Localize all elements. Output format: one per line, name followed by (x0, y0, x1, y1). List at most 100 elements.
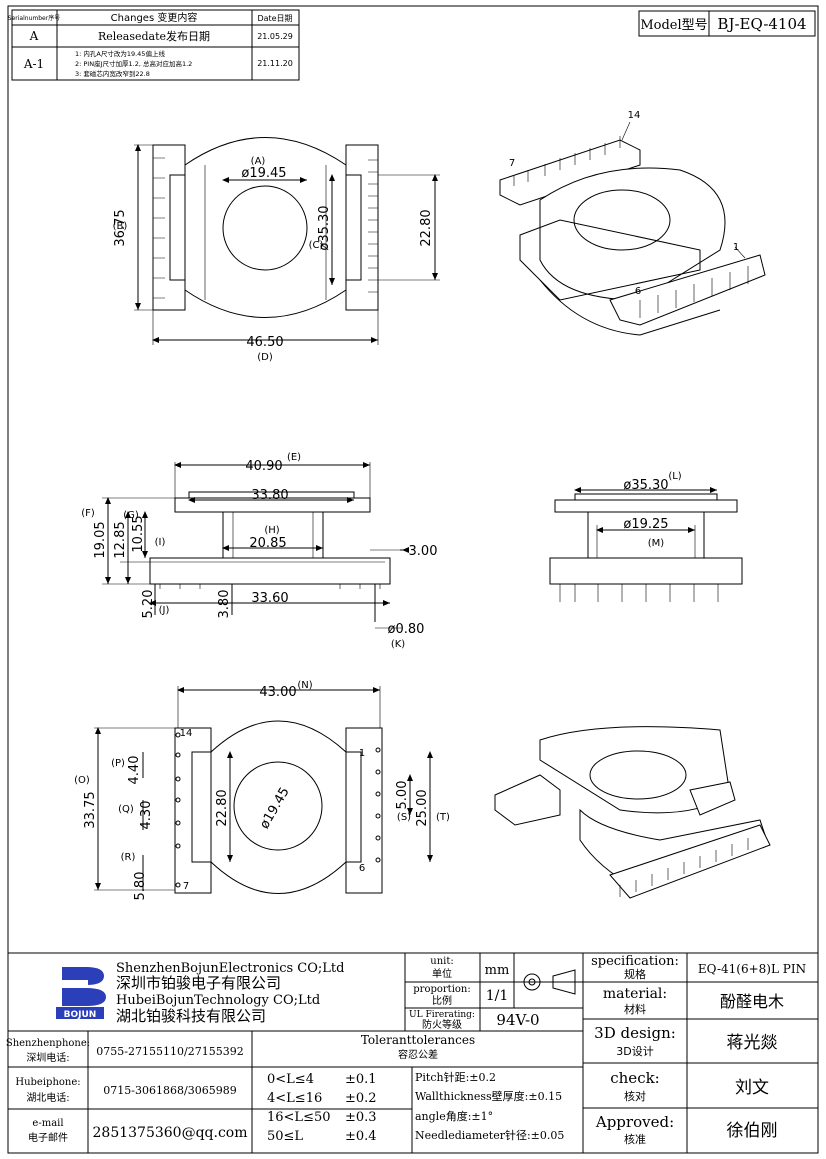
spec-label-cn: 规格 (624, 967, 646, 981)
unit-label-cn: 单位 (432, 967, 452, 980)
tol-note-angle: angle角度:±1° (415, 1109, 493, 1123)
bottom-view (94, 686, 433, 894)
company-en-2: HubeiBojunTechnology CO;Ltd (116, 993, 320, 1008)
dim-o-tag: (O) (74, 775, 90, 786)
dim-c-tag: (C) (309, 240, 324, 251)
logo-text: BOJUN (64, 1010, 97, 1020)
dim-r-tag: (R) (121, 852, 136, 863)
iso-view-top (499, 121, 766, 336)
rev-row2-date: 21.11.20 (257, 59, 293, 68)
hb-phone-label-cn: 湖北电话: (26, 1091, 69, 1104)
approved-label-en: Approved: (595, 1113, 674, 1131)
title-block (7, 952, 819, 1154)
email-label-en: e-mail (32, 1118, 63, 1129)
rev-row2-note3: 3: 套磁芯内宽改窄到22.8 (75, 69, 150, 78)
dim-q-value: 4.30 (139, 801, 154, 830)
dim-m-tag: (M) (648, 538, 665, 549)
dim-q-tag: (Q) (118, 804, 134, 815)
company-logo: BOJUN (56, 967, 106, 1020)
revision-table: Serialnumber序号 Changes 变更内容 Date日期 A Rel… (8, 9, 300, 81)
approved-label-cn: 核准 (624, 1132, 646, 1146)
dim-e-tag: (E) (287, 452, 301, 463)
rev-row2-serial: A-1 (23, 57, 44, 71)
unit-value: mm (485, 963, 510, 978)
dim-h-value: 20.85 (249, 536, 286, 551)
spec-value: EQ-41(6+8)L PIN (698, 962, 806, 976)
company-cn-2: 湖北铂骏科技有限公司 (116, 1007, 266, 1025)
rev-row2-note2: 2: PIN座J尺寸加厚1.2, 总高对应加高1.2 (75, 59, 192, 68)
model-box: Model型号 BJ-EQ-4104 (638, 10, 816, 37)
dim-j2-value: 3.80 (217, 590, 232, 619)
ul-value: 94V-0 (496, 1011, 539, 1029)
email-label-cn: 电子邮件 (28, 1131, 68, 1144)
dim-i-value: 10.55 (131, 515, 146, 552)
dim-bottom-inner: 22.80 (215, 789, 230, 826)
dim-e2-value: 33.80 (251, 488, 288, 503)
dim-r-value: 5.80 (133, 872, 148, 901)
rev-row1-changes: Releasedate发布日期 (98, 29, 210, 43)
approved-value: 徐伯刚 (727, 1121, 778, 1141)
dim-p-value: 4.40 (127, 756, 142, 785)
iso-view-bottom (494, 726, 771, 899)
dim-s-tag: (S) (397, 812, 411, 823)
dim-m-value: ø19.25 (623, 517, 668, 532)
rev-row1-date: 21.05.29 (257, 32, 293, 41)
tol-value-4: ±0.4 (345, 1129, 377, 1144)
dim-l-tag: (L) (668, 471, 681, 482)
tol-value-2: ±0.2 (345, 1091, 377, 1106)
dim-k2-value: 3.00 (409, 544, 438, 559)
dim-f-value: 19.05 (93, 521, 108, 558)
dim-bottom-dia: ø19.45 (257, 785, 293, 832)
dim-a-value: ø19.45 (241, 166, 286, 181)
material-value: 酚醛电木 (720, 992, 784, 1011)
dim-e-value: 40.90 (245, 459, 282, 474)
dim-c2-value: 22.80 (419, 209, 434, 246)
dim-p-tag: (P) (111, 758, 125, 769)
email-value: 2851375360@qq.com (93, 1125, 248, 1141)
dim-j-tag: (J) (159, 605, 170, 616)
sz-phone-label-en: Shenzhenphone: (6, 1038, 90, 1049)
iso-pin-7: 7 (509, 158, 515, 169)
dim-h-tag: (H) (264, 525, 279, 536)
tol-note-wall: Wallthickness壁厚度:±0.15 (415, 1089, 562, 1103)
front-view (549, 487, 743, 602)
bot-pin-6: 6 (359, 863, 365, 874)
model-value: BJ-EQ-4104 (717, 15, 806, 33)
tolerance-title-en: Toleranttolerances (361, 1033, 475, 1047)
dim-g-value: 12.85 (113, 521, 128, 558)
dim-s-value: 5.00 (395, 781, 410, 810)
design-label-en: 3D design: (594, 1024, 676, 1042)
dim-f-tag: (F) (81, 508, 95, 519)
tol-range-2: 4<L≤16 (267, 1091, 322, 1106)
company-en-1: ShenzhenBojunElectronics CO;Ltd (116, 961, 344, 976)
spec-label-en: specification: (591, 954, 679, 969)
dim-t-tag: (T) (436, 812, 450, 823)
tol-range-3: 16<L≤50 (267, 1110, 331, 1125)
check-label-cn: 核对 (624, 1089, 646, 1103)
bot-pin-7: 7 (183, 881, 189, 892)
iso-pin-1: 1 (733, 242, 739, 253)
tol-value-1: ±0.1 (345, 1072, 377, 1087)
rev-header-serial: Serialnumber序号 (8, 14, 60, 22)
iso-pin-6: 6 (635, 286, 641, 297)
design-label-cn: 3D设计 (616, 1045, 653, 1058)
tol-note-pitch: Pitch针距:±0.2 (415, 1070, 496, 1084)
dim-d-tag: (D) (257, 352, 273, 363)
ul-label-cn: 防火等级 (422, 1018, 462, 1031)
proportion-cn: 比例 (432, 994, 452, 1007)
dim-n-tag: (N) (297, 680, 312, 691)
proportion-en: proportion: (413, 984, 470, 995)
dim-g-tag: (G) (123, 510, 139, 521)
rev-header-date: Date日期 (257, 14, 292, 23)
material-label-cn: 材料 (624, 1002, 646, 1016)
dim-a-tag: (A) (251, 156, 266, 167)
top-view (134, 137, 440, 345)
iso-pin-14: 14 (628, 110, 641, 121)
dim-l-value: ø35.30 (623, 478, 668, 493)
dim-o-value: 33.75 (83, 791, 98, 828)
unit-label-en: unit: (430, 956, 453, 967)
dim-b-value: 36.75 (113, 209, 128, 246)
company-cn-1: 深圳市铂骏电子有限公司 (116, 974, 281, 992)
dim-t-value: 25.00 (415, 789, 430, 826)
tolerance-title-cn: 容忍公差 (398, 1048, 438, 1061)
